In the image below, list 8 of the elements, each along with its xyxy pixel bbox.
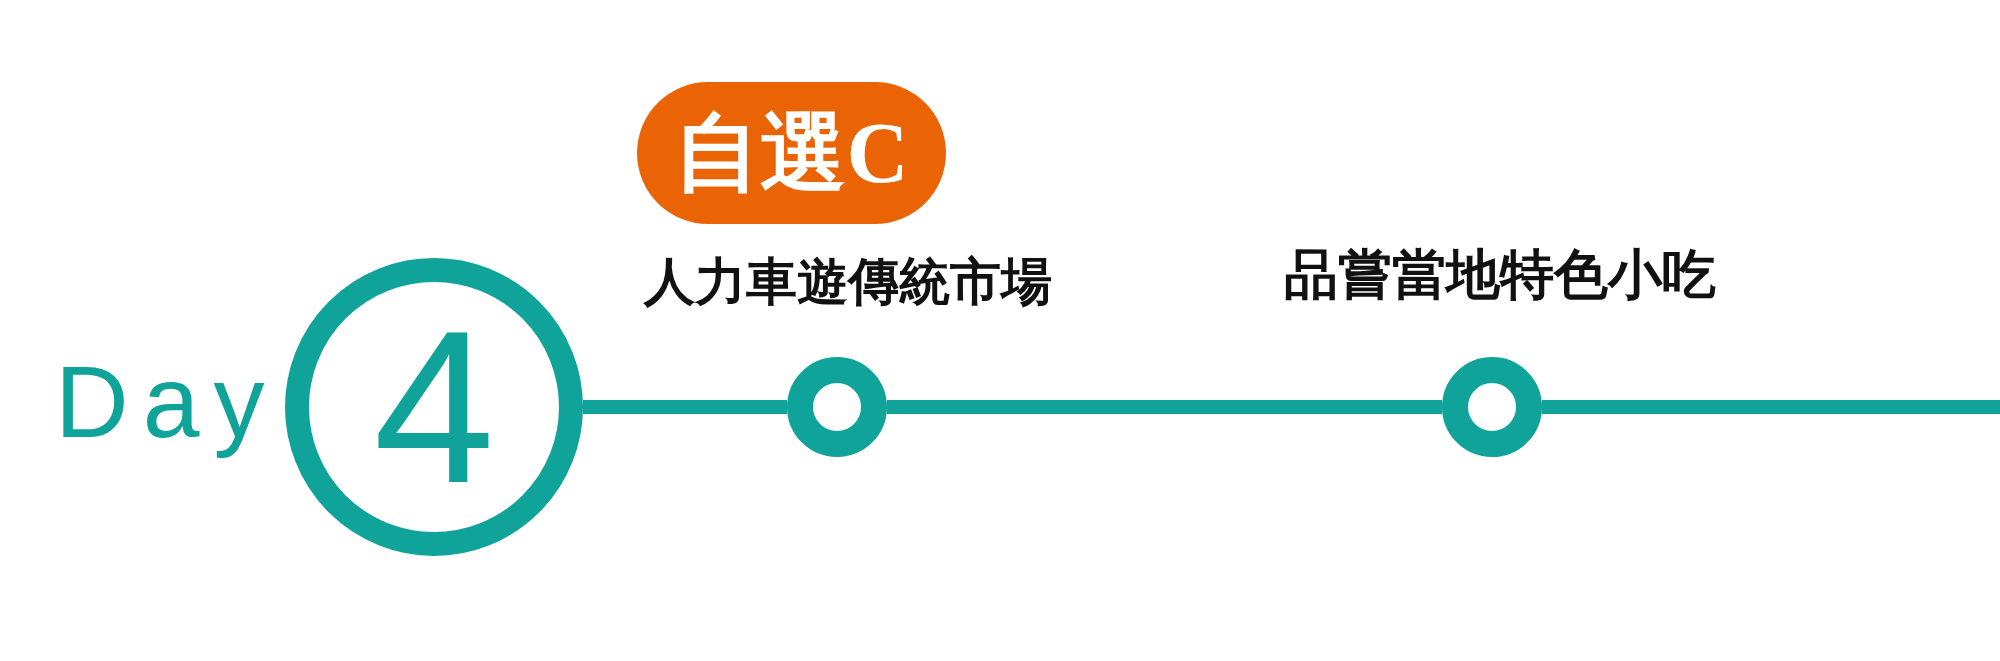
timeline-line bbox=[887, 400, 1442, 414]
activity-title: 品嘗當地特色小吃 bbox=[1284, 244, 1716, 307]
day-label: Day bbox=[55, 344, 279, 461]
day-number: 4 bbox=[373, 298, 495, 516]
timeline-line bbox=[1542, 400, 2000, 414]
timeline-line bbox=[583, 400, 787, 414]
activity-title: 人力車遊傳統市場 bbox=[644, 253, 1052, 312]
optional-tag-text: 自選C bbox=[674, 110, 909, 196]
